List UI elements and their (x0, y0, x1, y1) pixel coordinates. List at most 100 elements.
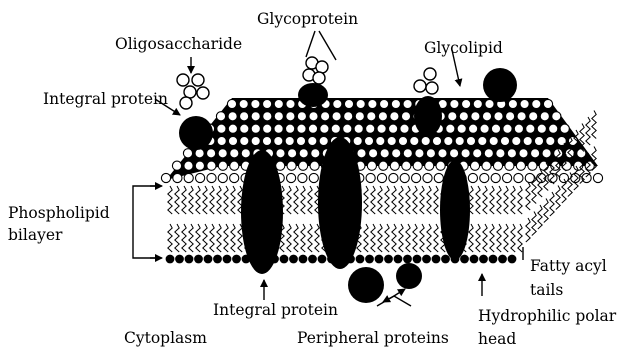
glycoprotein-body (298, 83, 328, 107)
phospholipid-head (296, 136, 305, 145)
fatty-acyl-tail (238, 224, 242, 252)
phospholipid-head (436, 161, 445, 170)
phospholipid-head (319, 136, 328, 145)
fatty-acyl-tail (217, 224, 221, 252)
inner-phospholipid-head (194, 255, 203, 264)
phospholipid-head (274, 112, 283, 121)
phospholipid-head (461, 149, 470, 158)
phospholipid-head (356, 99, 365, 108)
fatty-acyl-tail (427, 186, 431, 214)
phospholipid-head (240, 124, 249, 133)
glycoprotein-line-left (306, 31, 315, 57)
phospholipid-head (390, 161, 399, 170)
inner-phospholipid-head (403, 255, 412, 264)
phospholipid-head (549, 124, 558, 133)
fatty-acyl-tail (427, 224, 431, 252)
phospholipid-head (172, 161, 181, 170)
phospholipid-head (534, 136, 543, 145)
fatty-acyl-tail (294, 224, 298, 252)
glycoprotein-line-right (319, 31, 336, 60)
phospholipid-head (297, 112, 306, 121)
phospholipid-head (540, 112, 549, 121)
fatty-acyl-tail (364, 224, 368, 252)
fatty-acyl-tail (469, 224, 473, 252)
phospholipid-head (161, 173, 170, 182)
phospholipid-head (468, 173, 477, 182)
fatty-acyl-tail (182, 186, 186, 214)
phospholipid-head (285, 136, 294, 145)
fatty-acyl-tail (196, 186, 200, 214)
phospholipid-head (448, 112, 457, 121)
phospholipid-head (489, 136, 498, 145)
label-integral-protein-top: Integral protein (43, 90, 168, 108)
fatty-acyl-tail (586, 117, 590, 145)
phospholipid-head (582, 173, 591, 182)
phospholipid-head (286, 99, 295, 108)
phospholipid-head (387, 136, 396, 145)
fatty-acyl-tail (556, 186, 560, 210)
inner-phospholipid-head (384, 255, 393, 264)
phospholipid-head (493, 161, 502, 170)
phospholipid-head (195, 161, 204, 170)
label-phospholipid-line1: Phospholipid (8, 204, 110, 222)
phospholipid-head (514, 124, 523, 133)
phospholipid-head (389, 173, 398, 182)
fatty-acyl-tail (483, 186, 487, 214)
phospholipid-head (287, 173, 296, 182)
inner-phospholipid-head (460, 255, 469, 264)
phospholipid-head (309, 173, 318, 182)
phospholipid-head (354, 124, 363, 133)
phospholipid-head (401, 112, 410, 121)
phospholipid-head (310, 161, 319, 170)
phospholipid-head (450, 149, 459, 158)
fatty-acyl-tail (385, 224, 389, 252)
phospholipid-head (320, 124, 329, 133)
phospholipid-head (369, 149, 378, 158)
phospholipid-head (484, 149, 493, 158)
label-fatty-acyl-line1: Fatty acyl (530, 257, 607, 275)
phospholipid-head (519, 149, 528, 158)
phospholipid-head (216, 112, 225, 121)
phospholipid-head (494, 112, 503, 121)
phospholipid-head (321, 112, 330, 121)
phospholipid-head (528, 161, 537, 170)
fatty-acyl-tail (371, 186, 375, 214)
phospholipid-head (466, 136, 475, 145)
phospholipid-head (444, 136, 453, 145)
phospholipid-head (539, 161, 548, 170)
fatty-acyl-tail (203, 186, 207, 214)
integral-protein-surface (179, 116, 213, 150)
peripheral-arrow-right (394, 289, 405, 296)
fatty-acyl-tail (378, 224, 382, 252)
phospholipid-head (230, 173, 239, 182)
inner-phospholipid-head (232, 255, 241, 264)
fatty-acyl-tail (406, 224, 410, 252)
label-oligosaccharide: Oligosaccharide (115, 35, 242, 53)
fatty-acyl-tail (308, 224, 312, 252)
phospholipid-head (526, 124, 535, 133)
phospholipid-head (251, 112, 260, 121)
phospholipid-head (559, 173, 568, 182)
fatty-acyl-tail (511, 186, 515, 214)
phospholipid-head (379, 161, 388, 170)
phospholipid-head (297, 124, 306, 133)
phospholipid-head (251, 136, 260, 145)
phospholipid-head (480, 173, 489, 182)
fatty-acyl-tail (231, 186, 235, 214)
phospholipid-head (415, 149, 424, 158)
inner-phospholipid-head (223, 255, 232, 264)
label-peripheral-proteins: Peripheral proteins (297, 329, 449, 347)
fatty-acyl-tail (287, 224, 291, 252)
phospholipid-head (455, 136, 464, 145)
fatty-acyl-tail (371, 224, 375, 252)
phospholipid-head (308, 136, 317, 145)
phospholipid-head (457, 124, 466, 133)
phospholipid-head (367, 112, 376, 121)
phospholipid-head (491, 124, 500, 133)
phospholipid-head (491, 173, 500, 182)
phospholipid-head (496, 149, 505, 158)
phospholipid-head (276, 149, 285, 158)
fatty-acyl-tail (399, 186, 403, 214)
inner-phospholipid-head (508, 255, 517, 264)
inner-phospholipid-head (441, 255, 450, 264)
